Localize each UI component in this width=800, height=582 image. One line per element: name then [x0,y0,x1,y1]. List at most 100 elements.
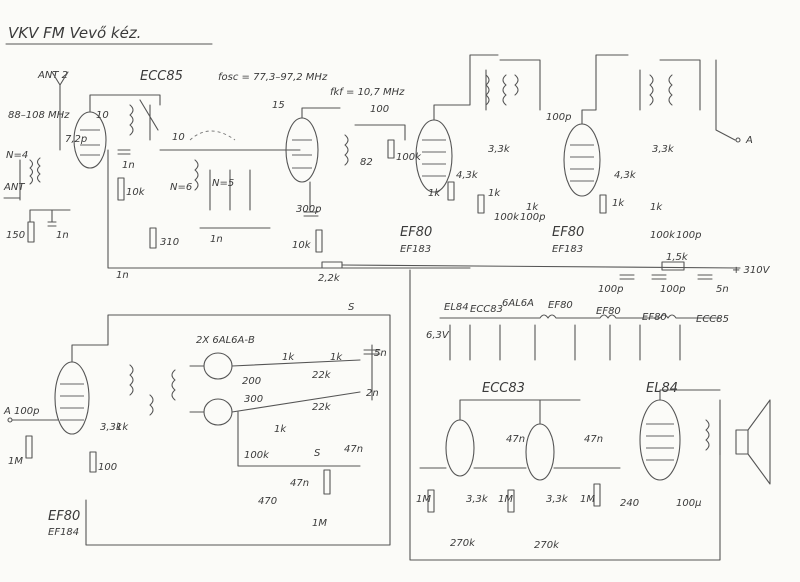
component-label: 5n [374,348,387,359]
tube-label-ef80: EF80 [48,509,80,524]
page-title: VKV FM Vevő kéz. [8,24,141,42]
volume-potentiometer [323,469,331,495]
wire [459,399,581,425]
component-label: 270k [534,540,560,551]
resistor-10k [117,177,125,201]
component-label: 1n [210,234,223,245]
capacitor-1n [47,221,57,227]
component-label: 3,3k [546,494,569,505]
speaker-icon [735,399,771,485]
component-label: 3,3k [488,144,511,155]
component-label: 1n [122,160,135,171]
capacitor [117,149,131,155]
component-label: 310 [160,237,179,248]
tube-el84 [639,399,681,481]
tube-label-ef183: EF183 [400,244,431,255]
component-label: 100 [370,104,389,115]
tube-electrodes [80,129,100,156]
component-label: 1k [116,422,129,433]
band-label: 88–108 MHz [8,110,70,121]
component-label: 1n [116,270,129,281]
capacitor [363,344,381,401]
component-label: 47n [584,434,603,445]
oscillator-coil [194,159,199,191]
supply-voltage-label: + 310V [732,265,771,276]
audio-section: ECC83 1M 3,3k 270k 47n 1M 3,3k 270k 47n … [409,269,771,561]
tube-label-ef80: EF80 [552,225,584,240]
heater-tube-label: ECC83 [470,304,503,315]
component-label: 47n [290,478,309,489]
resistor [427,489,435,513]
resistor [89,451,97,473]
component-label: 100k [244,450,270,461]
wire [89,94,161,113]
component-label: 3,3k [466,494,489,505]
component-label: 100 [98,462,117,473]
component-label: 47n [344,444,363,455]
if-frequency-label: fkf = 10,7 MHz [330,87,405,98]
rf-section: N=4 150 1n 7,2p 10 1n 10k 10 310 N=6 N=5… [3,71,471,284]
component-label: 1M [8,456,23,467]
if-transformer-1 [344,134,349,166]
tube-electrodes [646,423,674,461]
component-label: 200 [242,376,261,387]
component-label: 2n [366,388,379,399]
audio-box-wire [409,269,721,561]
tube-electrodes [422,139,446,177]
component-label: 10k [126,187,146,198]
resistor [599,194,607,214]
component-label: 22k [312,370,332,381]
tube-label-ef183: EF183 [552,244,583,255]
wire [433,54,499,121]
component-label: 100k [494,212,520,223]
component-label: 100p [14,406,39,417]
heater-voltage-label: 6,3V [426,330,450,341]
component-label: 1k [650,202,663,213]
resistor [477,194,485,214]
input-terminal-a [7,417,13,423]
component-label: 1n [56,230,69,241]
component-label: 270k [450,538,476,549]
filter-capacitors [619,274,713,280]
resistor-310 [149,227,157,249]
heater-tube-label: EL84 [444,302,469,313]
heater-decoupling [449,324,681,361]
component-label: 1k [428,188,441,199]
tube-electrodes [60,383,84,421]
output-label-a: A [745,135,753,146]
tube-electrodes [570,144,594,182]
tube-label-ef184: EF184 [48,527,79,538]
component-label: 82 [360,157,373,168]
resistor-10k-b [315,229,323,253]
heater-wire [439,314,721,319]
component-label: 47n [506,434,525,445]
component-label: 22k [312,402,332,413]
tube-label-6al6: 2X 6AL6A-B [196,335,255,346]
component-label: 470 [258,496,277,507]
resistor-2k2 [321,261,343,269]
wire [189,359,361,413]
tube-label-el84: EL84 [646,381,678,396]
antenna-label: ANT 2 [37,70,68,81]
component-label: 1k [274,424,287,435]
heater-tube-label: ECC85 [696,314,729,325]
output-transformer [659,389,721,456]
ratio-detector-transformer [129,364,176,416]
heater-tube-label: EF80 [548,300,573,311]
coil-label-n4: N=4 [6,150,28,161]
component-label: 1M [580,494,595,505]
coil-label-n5: N=5 [212,178,234,189]
component-label: 10k [292,240,312,251]
component-label: 15 [272,100,285,111]
component-label: 100p [520,212,545,223]
heater-tube-label: EF80 [596,306,621,317]
diode-tube-2 [203,398,233,426]
tube-electrodes [292,139,312,169]
rf-tank-coil [129,99,159,141]
component-label: 100p [660,284,685,295]
component-label: 1,5k [666,252,689,263]
heater-chain: 6,3V EL84 ECC83 6AL6A EF80 EF80 EF80 ECC… [426,298,729,361]
tube-ef80-2 [563,123,601,197]
if-section: + 310V 1,5k 100p 100p 5n EF80 EF183 4,3k… [341,54,771,295]
component-label: 100k [396,152,422,163]
